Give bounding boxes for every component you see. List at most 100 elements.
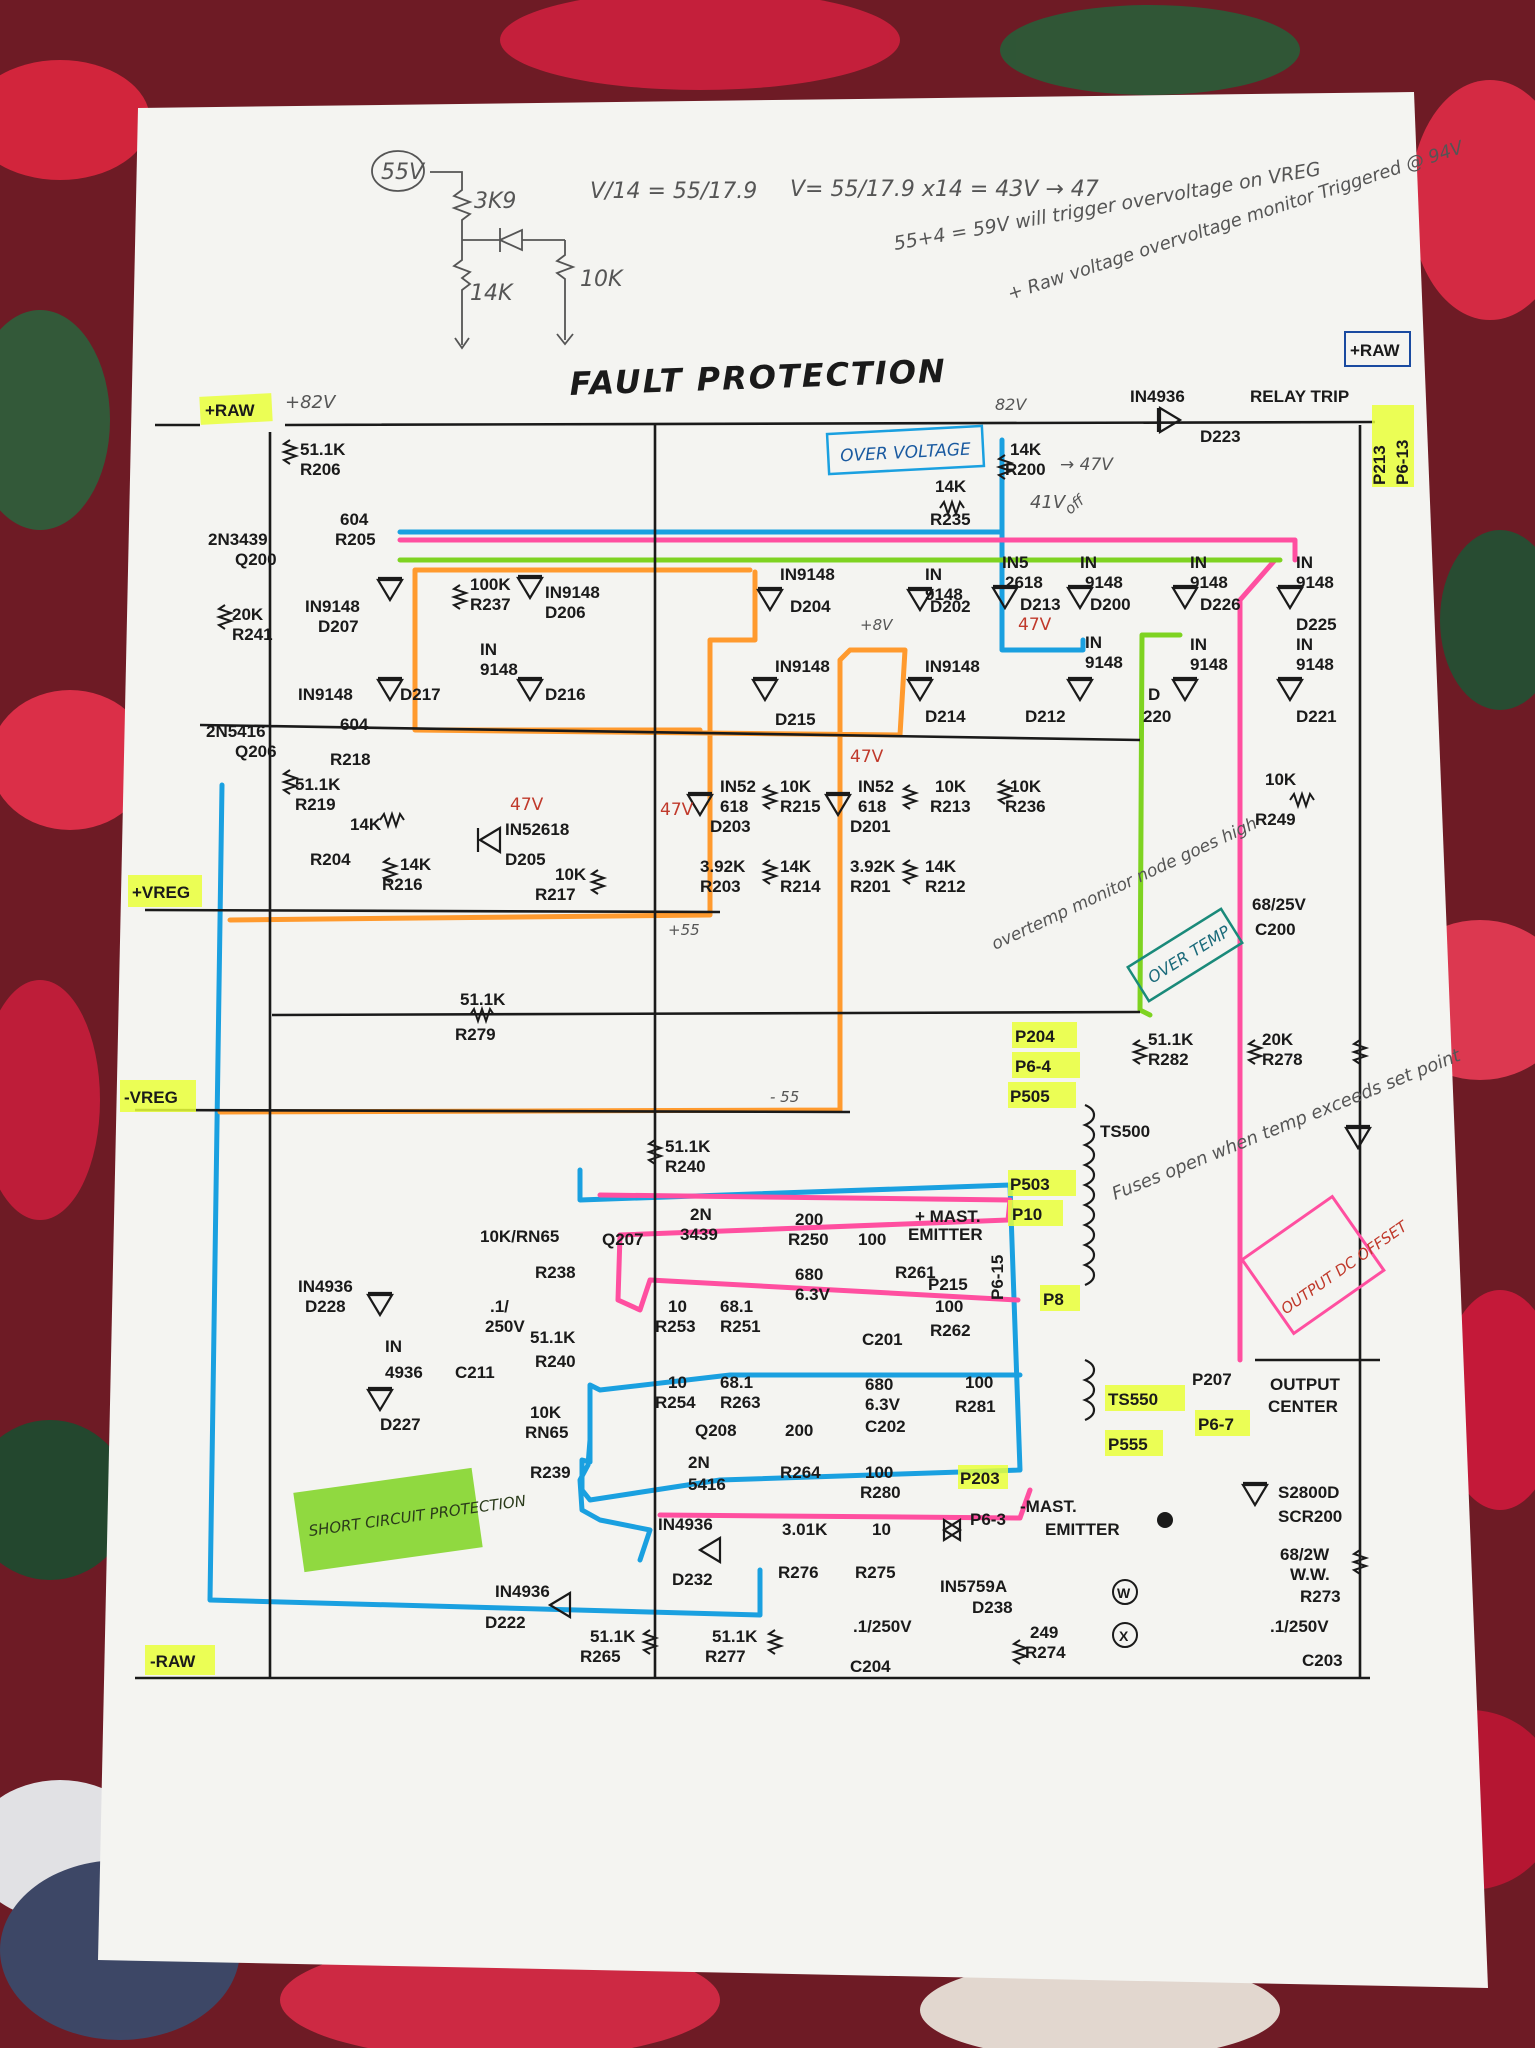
r218-ref: R218 bbox=[330, 750, 371, 769]
conn-p8: P8 bbox=[1043, 1290, 1064, 1309]
d215-ref: D215 bbox=[775, 710, 816, 729]
d207-part: IN9148 bbox=[305, 597, 360, 616]
r240b-ref: R240 bbox=[535, 1352, 576, 1371]
q208-ref: Q208 bbox=[695, 1421, 737, 1440]
r277-ref: R277 bbox=[705, 1647, 746, 1666]
conn-p203: P203 bbox=[960, 1469, 1000, 1488]
r262-value: 100 bbox=[935, 1297, 963, 1316]
d225-part2: 9148 bbox=[1296, 573, 1334, 592]
r205-value: 604 bbox=[340, 510, 369, 529]
note-47v-a: 47V bbox=[510, 795, 544, 815]
r264-ref: R264 bbox=[780, 1463, 821, 1482]
r251-ref: R251 bbox=[720, 1317, 761, 1336]
d220-part1: IN bbox=[1190, 635, 1207, 654]
c204-ref: C204 bbox=[850, 1657, 891, 1676]
note-plus-8v: +8V bbox=[860, 616, 894, 634]
r204-value: 14K bbox=[350, 815, 382, 834]
d213-part2: 2618 bbox=[1005, 573, 1043, 592]
c200-ref: C200 bbox=[1255, 920, 1296, 939]
d227-ref: D227 bbox=[380, 1415, 421, 1434]
r249-ref: R249 bbox=[1255, 810, 1296, 829]
d214-part: IN9148 bbox=[925, 657, 980, 676]
d220-part2: 9148 bbox=[1190, 655, 1228, 674]
r253-value: 10 bbox=[668, 1297, 687, 1316]
r215-ref: R215 bbox=[780, 797, 821, 816]
r275-ref: R275 bbox=[855, 1563, 896, 1582]
plus-vreg-rail bbox=[144, 908, 721, 914]
d203-part2: 618 bbox=[720, 797, 748, 816]
blue-trace bbox=[207, 437, 1086, 1618]
q207-ref: Q207 bbox=[602, 1230, 644, 1249]
scr200-ref: SCR200 bbox=[1278, 1507, 1342, 1526]
r261-ref: R261 bbox=[895, 1263, 936, 1282]
d202-part2: 9148 bbox=[925, 585, 963, 604]
r254-value: 10 bbox=[668, 1373, 687, 1392]
c200-value: 68/25V bbox=[1252, 895, 1307, 914]
d223-part: IN4936 bbox=[1130, 387, 1185, 406]
label-minus-vreg: -VREG bbox=[124, 1088, 178, 1107]
r236-ref: R236 bbox=[1005, 797, 1046, 816]
note-47v-c: 47V bbox=[850, 747, 884, 767]
conn-p6-4: P6-4 bbox=[1015, 1057, 1051, 1076]
conn-p6-7: P6-7 bbox=[1198, 1415, 1234, 1434]
note-55v: 55V bbox=[381, 160, 426, 185]
r239-part: RN65 bbox=[525, 1423, 568, 1442]
r262-ref: R262 bbox=[930, 1321, 971, 1340]
r273-type: W.W. bbox=[1290, 1565, 1330, 1584]
conn-p555: P555 bbox=[1108, 1435, 1148, 1454]
r240a-value: 51.1K bbox=[665, 1137, 711, 1156]
d201-part1: IN52 bbox=[858, 777, 894, 796]
d206-part: IN9148 bbox=[545, 583, 600, 602]
green-trace bbox=[397, 557, 1283, 1018]
p215-label: P215 bbox=[928, 1275, 968, 1294]
r273-ref: R273 bbox=[1300, 1587, 1341, 1606]
d216-part2: 9148 bbox=[480, 660, 518, 679]
note-plus-55: +55 bbox=[668, 921, 700, 939]
d222-part: IN4936 bbox=[495, 1582, 550, 1601]
r241-value: 20K bbox=[232, 605, 264, 624]
q-2n5416-a: 2N bbox=[688, 1453, 710, 1472]
scr200-part: S2800D bbox=[1278, 1483, 1339, 1502]
conn-p207: P207 bbox=[1192, 1370, 1232, 1389]
c203-value: .1/250V bbox=[1270, 1617, 1329, 1636]
r265-ref: R265 bbox=[580, 1647, 621, 1666]
d216-ref: D216 bbox=[545, 685, 586, 704]
power-rails bbox=[134, 420, 1380, 1680]
d202-ref: D202 bbox=[930, 597, 971, 616]
r239-ref: R239 bbox=[530, 1463, 571, 1482]
d221-ref: D221 bbox=[1296, 707, 1337, 726]
r282-value: 51.1K bbox=[1148, 1030, 1194, 1049]
conn-center: CENTER bbox=[1268, 1397, 1338, 1416]
mast-emitter-minus-1: -MAST. bbox=[1020, 1497, 1077, 1516]
d205-part: IN52618 bbox=[505, 820, 569, 839]
conn-ts500: TS500 bbox=[1100, 1122, 1150, 1141]
r218-value: 604 bbox=[340, 715, 369, 734]
ts550-coil bbox=[1082, 1358, 1096, 1422]
d222-ref: D222 bbox=[485, 1613, 526, 1632]
d238-part: IN5759A bbox=[940, 1577, 1007, 1596]
note-41v: 41V bbox=[1030, 492, 1067, 513]
r237-value: 100K bbox=[470, 575, 511, 594]
conn-w: W bbox=[1117, 1585, 1131, 1601]
d238-ref: D238 bbox=[972, 1598, 1013, 1617]
r237-ref: R237 bbox=[470, 595, 511, 614]
d205-ref: D205 bbox=[505, 850, 546, 869]
d211-part1: IN bbox=[1085, 633, 1102, 652]
d202-part1: IN bbox=[925, 565, 942, 584]
d214-ref: D214 bbox=[925, 707, 966, 726]
label-plus-raw-right: +RAW bbox=[1350, 341, 1401, 360]
c201-ref: C201 bbox=[862, 1330, 903, 1349]
r206-value: 51.1K bbox=[300, 440, 346, 459]
r215-value: 10K bbox=[780, 777, 812, 796]
d225-part1: IN bbox=[1296, 553, 1313, 572]
d226-part1: IN bbox=[1190, 553, 1207, 572]
d228-part: IN4936 bbox=[298, 1277, 353, 1296]
d232-ref: D232 bbox=[672, 1570, 713, 1589]
d220-ref2: 220 bbox=[1143, 707, 1171, 726]
r214-ref: R214 bbox=[780, 877, 821, 896]
r205-ref: R205 bbox=[335, 530, 376, 549]
r278-ref: R278 bbox=[1262, 1050, 1303, 1069]
r282-ref: R282 bbox=[1148, 1050, 1189, 1069]
conn-ts550: TS550 bbox=[1108, 1390, 1158, 1409]
r200-value: 14K bbox=[1010, 440, 1042, 459]
